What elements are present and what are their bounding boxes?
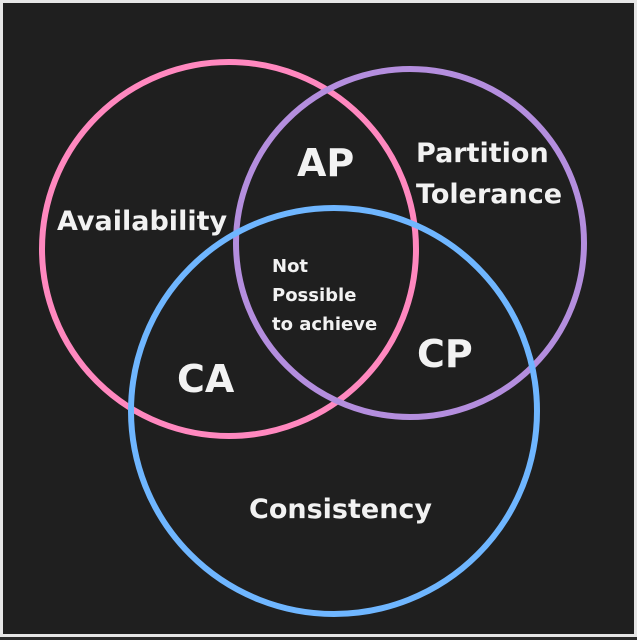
consistency-circle [128,205,540,617]
partition-tolerance-label: Partition Tolerance [416,138,563,210]
consistency-label: Consistency [249,494,433,525]
center-region-label: Not Possible to achieve [272,256,378,336]
partition-tolerance-circle [233,66,587,420]
availability-label: Availability [57,206,228,237]
cp-region-label: CP [417,332,473,376]
ap-region-label: AP [297,141,355,185]
venn-diagram [39,59,587,617]
availability-circle [39,59,419,439]
ca-region-label: CA [177,357,235,401]
